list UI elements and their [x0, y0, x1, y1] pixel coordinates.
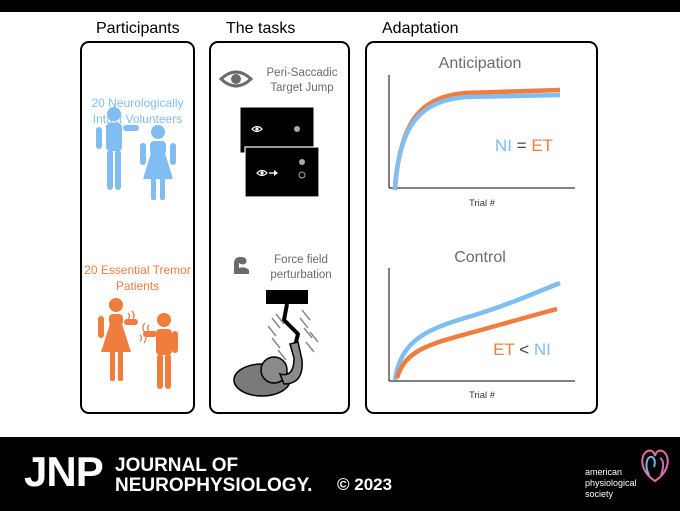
- et-group-label-line1: 20 Essential Tremor: [84, 263, 191, 277]
- eye-icon: [218, 70, 254, 88]
- saccade-task-label: Peri-Saccadic Target Jump: [258, 66, 346, 96]
- copyright-text: © 2023: [337, 475, 393, 494]
- society-name-line3: society: [585, 489, 614, 499]
- anticipation-cmp-op: =: [516, 136, 527, 155]
- control-xlabel: Trial #: [468, 390, 496, 401]
- saccade-task-label-line2: Target Jump: [270, 82, 334, 94]
- et-patients-figures-icon: [98, 298, 178, 389]
- anticipation-title: Anticipation: [438, 55, 522, 72]
- anticipation-plot: [388, 75, 575, 191]
- force-field-task-label-line2: perturbation: [270, 269, 332, 281]
- participants-header: Participants: [96, 20, 180, 37]
- adaptation-header: Adaptation: [382, 20, 459, 37]
- anticipation-cmp-right: ET: [531, 136, 554, 155]
- force-field-illustration: [233, 290, 319, 397]
- journal-footer: JNP JOURNAL OF NEUROPHYSIOLOGY. © 2023 a…: [0, 437, 680, 511]
- control-ni-curve: [392, 280, 561, 381]
- anticipation-comparison: NI = ET: [484, 136, 564, 156]
- society-name-line2: physiological: [585, 478, 637, 488]
- control-cmp-right: NI: [533, 340, 551, 359]
- et-group-label: 20 Essential Tremor Patients: [84, 262, 191, 294]
- jnp-logo: JNP: [24, 448, 104, 495]
- top-strip: [0, 0, 680, 12]
- ni-volunteers-figures-icon: [96, 107, 176, 200]
- society-name-line1: american: [585, 467, 623, 477]
- flexed-arm-icon: [234, 256, 249, 274]
- anticipation-cmp-left: NI: [494, 136, 512, 155]
- anticipation-ni-curve: [392, 92, 561, 191]
- control-comparison: ET < NI: [482, 340, 562, 360]
- force-field-task-label: Force field perturbation: [256, 253, 346, 283]
- control-cmp-left: ET: [493, 340, 515, 359]
- control-plot: [388, 268, 575, 382]
- et-group-label-line2: Patients: [115, 279, 160, 293]
- force-field-task-label-line1: Force field: [274, 254, 328, 266]
- control-cmp-op: <: [519, 340, 530, 359]
- ni-group-label-line1: 20 Neurologically: [91, 96, 184, 110]
- journal-name-line2: NEUROPHYSIOLOGY.: [115, 475, 313, 496]
- society-name: american physiological society: [585, 467, 637, 500]
- saccade-screens-illustration: [239, 106, 320, 198]
- saccade-task-label-line1: Peri-Saccadic: [266, 67, 338, 79]
- anticipation-xlabel: Trial #: [468, 198, 496, 209]
- participants-panel: [80, 41, 195, 414]
- journal-name-line1: JOURNAL OF: [115, 455, 239, 476]
- control-et-curve: [394, 306, 558, 379]
- society-logo-icon: [641, 449, 669, 483]
- control-title: Control: [454, 249, 506, 266]
- tasks-header: The tasks: [226, 20, 296, 37]
